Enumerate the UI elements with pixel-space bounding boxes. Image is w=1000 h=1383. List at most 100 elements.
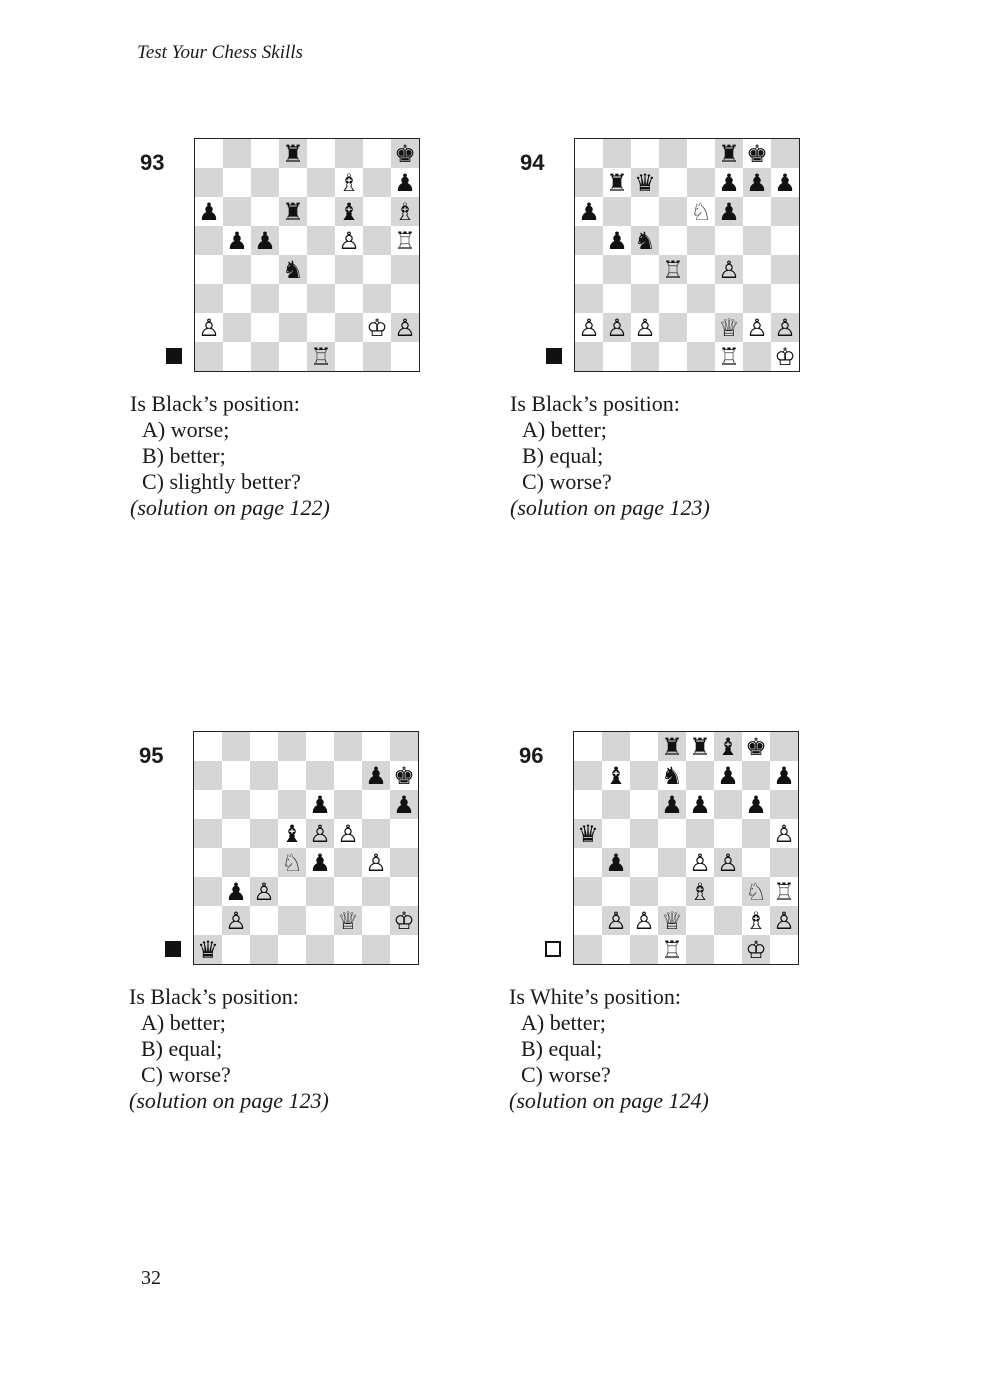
white-rook-icon: ♖ bbox=[394, 226, 416, 255]
board-square bbox=[194, 848, 222, 877]
white-pawn-icon: ♙ bbox=[746, 313, 768, 342]
board-square bbox=[743, 342, 771, 371]
board-square bbox=[574, 935, 602, 964]
board-square bbox=[195, 139, 223, 168]
board-square bbox=[250, 848, 278, 877]
puzzle-number: 96 bbox=[519, 743, 544, 768]
board-square: ♙ bbox=[602, 906, 630, 935]
board-square bbox=[575, 168, 603, 197]
board-square bbox=[278, 877, 306, 906]
board-square: ♜ bbox=[686, 732, 714, 761]
board-square bbox=[574, 732, 602, 761]
board-square bbox=[250, 935, 278, 964]
board-square: ♞ bbox=[631, 226, 659, 255]
board-square bbox=[687, 284, 715, 313]
white-pawn-icon: ♙ bbox=[253, 877, 275, 906]
black-queen-icon: ♛ bbox=[577, 819, 599, 848]
white-bishop-icon: ♗ bbox=[394, 197, 416, 226]
board-square bbox=[335, 342, 363, 371]
board-square bbox=[307, 226, 335, 255]
solution-reference: (solution on page 122) bbox=[130, 495, 330, 520]
option-b: B) equal; bbox=[522, 443, 604, 468]
board-square bbox=[334, 761, 362, 790]
board-square bbox=[770, 732, 798, 761]
option-b: B) equal; bbox=[521, 1036, 603, 1061]
black-bishop-icon: ♝ bbox=[717, 732, 739, 761]
board-square: ♕ bbox=[334, 906, 362, 935]
board-square: ♟ bbox=[575, 197, 603, 226]
board-square bbox=[659, 284, 687, 313]
option-c: C) worse? bbox=[141, 1062, 231, 1087]
board-square bbox=[658, 848, 686, 877]
black-king-icon: ♚ bbox=[394, 139, 416, 168]
board-square: ♗ bbox=[686, 877, 714, 906]
board-square bbox=[687, 139, 715, 168]
board-square bbox=[362, 906, 390, 935]
question-prompt: Is Black’s position: bbox=[510, 391, 680, 416]
option-a: A) better; bbox=[522, 417, 607, 442]
board-square: ♟ bbox=[391, 168, 419, 197]
white-king-icon: ♔ bbox=[745, 935, 767, 964]
black-queen-icon: ♛ bbox=[634, 168, 656, 197]
board-square bbox=[363, 342, 391, 371]
option-a: A) better; bbox=[141, 1010, 226, 1035]
white-rook-icon: ♖ bbox=[310, 342, 332, 371]
option-a: A) worse; bbox=[142, 417, 230, 442]
black-pawn-icon: ♟ bbox=[365, 761, 387, 790]
black-bishop-icon: ♝ bbox=[281, 819, 303, 848]
white-pawn-icon: ♙ bbox=[198, 313, 220, 342]
black-rook-icon: ♜ bbox=[661, 732, 683, 761]
chess-board: ♜♜♝♚♝♞♟♟♟♟♟♛♙♟♙♙♗♘♖♙♙♕♗♙♖♔ bbox=[573, 731, 799, 965]
black-pawn-icon: ♟ bbox=[661, 790, 683, 819]
board-square bbox=[362, 935, 390, 964]
board-square: ♔ bbox=[363, 313, 391, 342]
board-square: ♟ bbox=[362, 761, 390, 790]
board-square bbox=[223, 168, 251, 197]
board-square bbox=[742, 761, 770, 790]
solution-reference: (solution on page 124) bbox=[509, 1088, 709, 1113]
board-square bbox=[602, 732, 630, 761]
board-square: ♟ bbox=[658, 790, 686, 819]
black-pawn-icon: ♟ bbox=[198, 197, 220, 226]
white-pawn-icon: ♙ bbox=[718, 255, 740, 284]
black-pawn-icon: ♟ bbox=[605, 848, 627, 877]
question-prompt: Is Black’s position: bbox=[129, 984, 299, 1009]
question-prompt: Is White’s position: bbox=[509, 984, 681, 1009]
board-square bbox=[279, 284, 307, 313]
black-pawn-icon: ♟ bbox=[718, 168, 740, 197]
board-square bbox=[222, 819, 250, 848]
board-square bbox=[659, 313, 687, 342]
board-square: ♟ bbox=[195, 197, 223, 226]
board-square bbox=[659, 197, 687, 226]
black-pawn-icon: ♟ bbox=[225, 877, 247, 906]
white-knight-icon: ♘ bbox=[281, 848, 303, 877]
board-square: ♜ bbox=[658, 732, 686, 761]
white-pawn-icon: ♙ bbox=[337, 819, 359, 848]
side-to-move-marker bbox=[166, 348, 182, 364]
board-square bbox=[195, 284, 223, 313]
board-square bbox=[251, 342, 279, 371]
chess-board: ♜♚♜♛♟♟♟♟♘♟♟♞♖♙♙♙♙♕♙♙♖♔ bbox=[574, 138, 800, 372]
black-queen-icon: ♛ bbox=[197, 935, 219, 964]
white-bishop-icon: ♗ bbox=[745, 906, 767, 935]
board-square: ♗ bbox=[742, 906, 770, 935]
board-square: ♙ bbox=[770, 906, 798, 935]
board-square bbox=[251, 255, 279, 284]
board-square bbox=[306, 935, 334, 964]
board-square: ♔ bbox=[742, 935, 770, 964]
board-square bbox=[251, 168, 279, 197]
white-pawn-icon: ♙ bbox=[365, 848, 387, 877]
board-square bbox=[714, 877, 742, 906]
board-square bbox=[195, 168, 223, 197]
board-square bbox=[278, 906, 306, 935]
board-square: ♙ bbox=[714, 848, 742, 877]
board-square bbox=[363, 197, 391, 226]
white-rook-icon: ♖ bbox=[661, 935, 683, 964]
white-pawn-icon: ♙ bbox=[773, 819, 795, 848]
board-square bbox=[771, 284, 799, 313]
board-square bbox=[687, 313, 715, 342]
board-square bbox=[391, 284, 419, 313]
board-square bbox=[603, 342, 631, 371]
black-pawn-icon: ♟ bbox=[718, 197, 740, 226]
solution-reference: (solution on page 123) bbox=[129, 1088, 329, 1113]
